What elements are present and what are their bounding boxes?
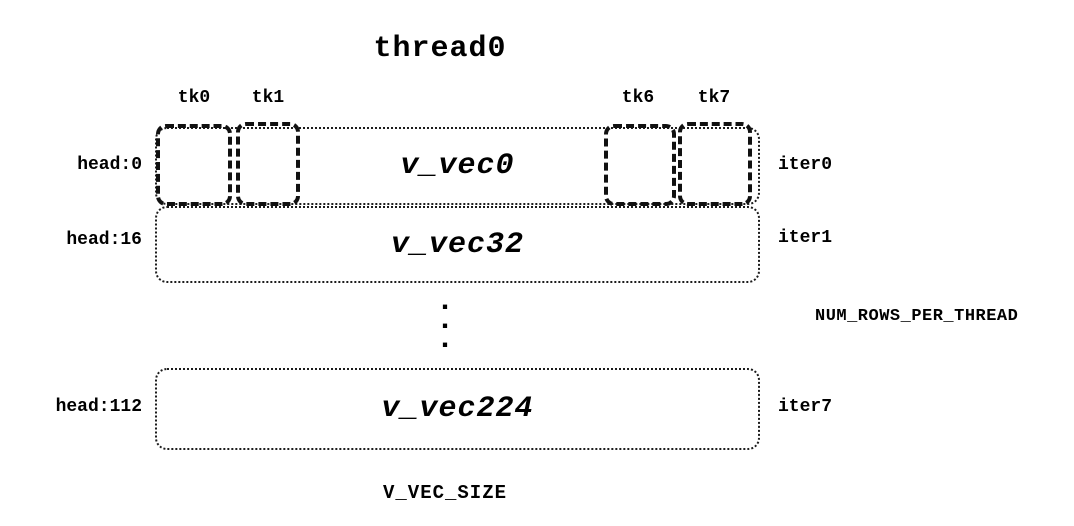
tk7-element-box (678, 122, 752, 206)
tk0-element-box (156, 124, 232, 206)
tk6-element-box (604, 124, 676, 206)
tick-label-tk6: tk6 (621, 88, 655, 108)
iter-label-row2: iter7 (778, 397, 833, 417)
vec-box-row2: v_vec224 (155, 368, 760, 450)
vertical-ellipsis: . . . (435, 285, 454, 357)
num-rows-per-thread-label: NUM_ROWS_PER_THREAD (815, 307, 1019, 326)
tk1-element-box (236, 122, 300, 206)
v-vec-size-label: V_VEC_SIZE (382, 482, 508, 504)
vec-box-row1: v_vec32 (155, 206, 760, 283)
tick-label-tk1: tk1 (251, 88, 285, 108)
vec-label-row1: v_vec32 (390, 227, 525, 262)
iter-label-row0: iter0 (778, 155, 833, 175)
vec-label-row0: v_vec0 (400, 149, 515, 183)
diagram-title: thread0 (373, 32, 507, 66)
tick-label-tk7: tk7 (697, 88, 731, 108)
tick-label-tk0: tk0 (177, 88, 211, 108)
head-label-row0: head:0 (77, 155, 142, 175)
head-label-row2: head:112 (55, 397, 142, 417)
head-label-row1: head:16 (66, 230, 142, 250)
vec-label-row2: v_vec224 (381, 392, 534, 426)
iter-label-row1: iter1 (778, 228, 833, 248)
